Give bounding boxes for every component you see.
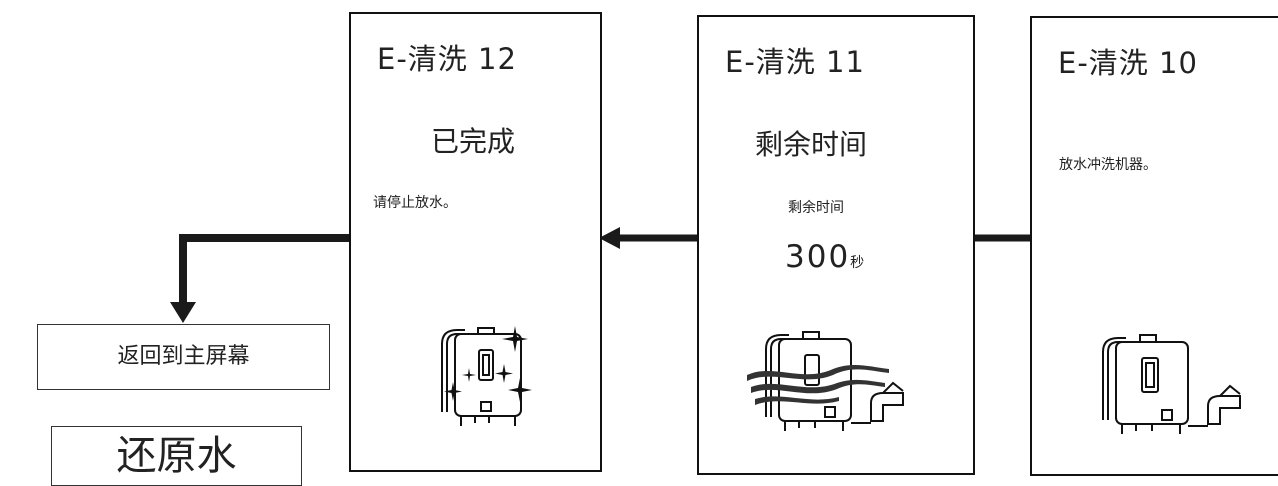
water-ionizer-icon <box>441 326 532 426</box>
water-ionizer-icon <box>747 331 904 431</box>
step-panel-wash-12: E-清洗 12 已完成 请停止放水。 <box>349 12 602 472</box>
panel-message: 请停止放水。 <box>373 195 457 211</box>
return-home-box: 返回到主屏幕 <box>37 324 330 390</box>
countdown-value: 300秒 <box>785 239 865 275</box>
countdown-label: 剩余时间 <box>788 200 844 216</box>
step-panel-wash-10: E-清洗 10 放水冲洗机器。 <box>1030 16 1278 476</box>
countdown-unit: 秒 <box>850 255 865 271</box>
arrow-11-to-12 <box>599 227 699 249</box>
panel-title: E-清洗 11 <box>725 45 865 79</box>
panel-title: E-清洗 12 <box>377 42 517 76</box>
step-panel-wash-11: E-清洗 11 剩余时间 剩余时间 300秒 <box>697 15 975 475</box>
water-ionizer-icon <box>1102 334 1241 434</box>
panel-title: E-清洗 10 <box>1058 46 1198 80</box>
restore-water-box: 还原水 <box>51 426 302 486</box>
arrow-12-to-return <box>170 234 349 323</box>
panel-heading: 剩余时间 <box>755 128 868 161</box>
panel-message: 放水冲洗机器。 <box>1059 157 1157 173</box>
panel-heading: 已完成 <box>431 125 516 158</box>
